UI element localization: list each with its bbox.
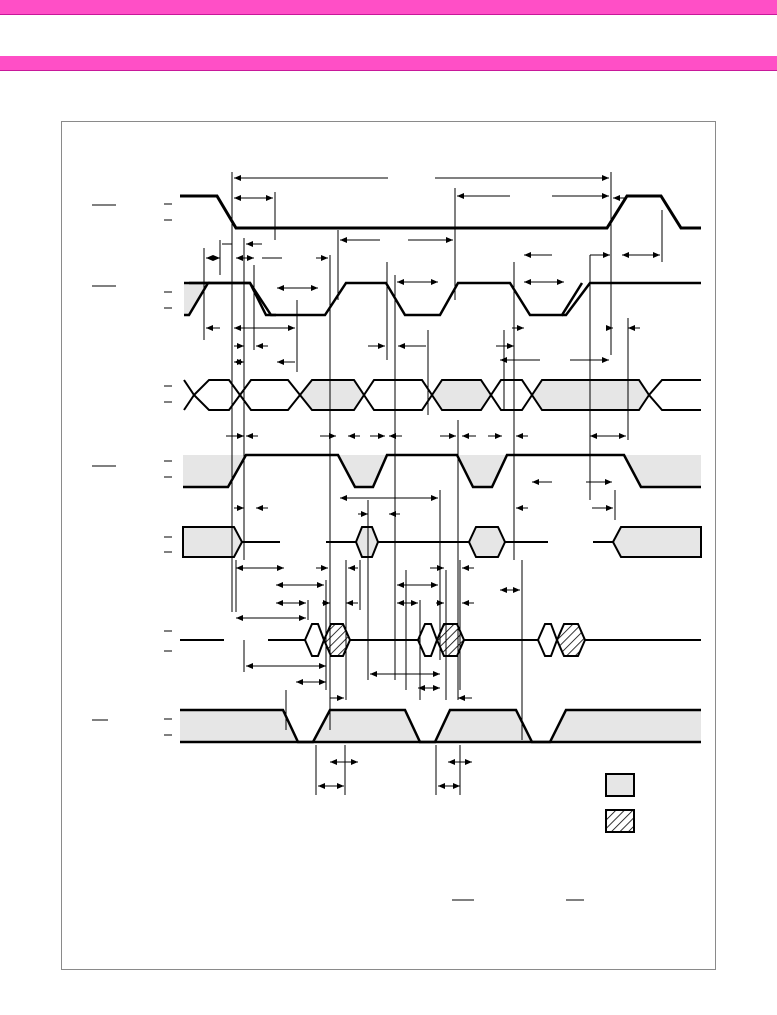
legend-swatch-hatched bbox=[605, 809, 635, 833]
level-ticks bbox=[164, 203, 172, 736]
diagram-frame bbox=[61, 121, 716, 970]
signal-2-waveform bbox=[184, 281, 701, 317]
header-band-top bbox=[0, 0, 777, 15]
signal-1-waveform bbox=[180, 194, 701, 230]
signal-7-waveform bbox=[180, 708, 701, 744]
signal-6-waveform bbox=[180, 623, 701, 657]
signal-overbars bbox=[92, 204, 116, 721]
timing-arrows bbox=[206, 175, 660, 789]
reference-lines bbox=[203, 172, 663, 795]
signal-4-waveform bbox=[183, 453, 701, 489]
signal-3-bus bbox=[183, 379, 701, 411]
header-band-bottom bbox=[0, 56, 777, 71]
signal-5-waveform bbox=[182, 526, 702, 558]
legend-swatch-shaded bbox=[605, 773, 635, 797]
